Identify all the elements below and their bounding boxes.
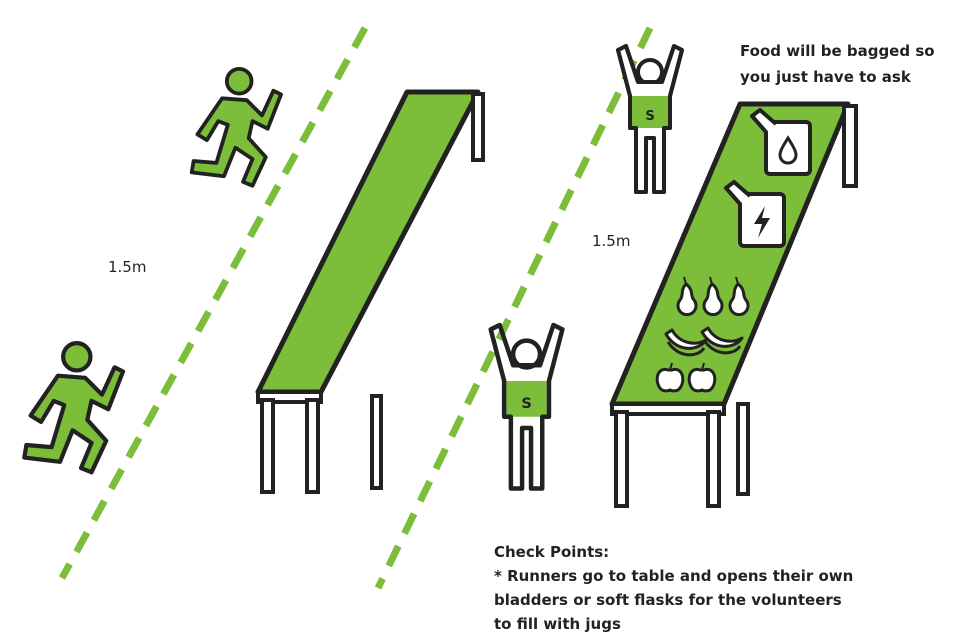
checkpoints-line: bladders or soft flasks for the voluntee… [494, 588, 853, 612]
volunteer-shirt-letter: S [645, 109, 654, 124]
food-note-line: Food will be bagged so [740, 38, 935, 64]
checkpoints-line: to fill with jugs [494, 612, 853, 636]
table-left [258, 92, 483, 492]
checkpoints-title: Check Points: [494, 540, 853, 564]
volunteer-icon: S [618, 46, 682, 192]
checkpoints-note: Check Points: * Runners go to table and … [494, 540, 853, 636]
volunteer-icon: S [491, 325, 563, 489]
food-note-line: you just have to ask [740, 64, 935, 90]
food-note: Food will be bagged so you just have to … [740, 38, 935, 90]
runner-icon [192, 69, 281, 186]
volunteer-shirt-letter: S [521, 395, 531, 412]
runner-icon [24, 343, 123, 472]
distance-label-right: 1.5m [592, 232, 630, 250]
checkpoints-line: * Runners go to table and opens their ow… [494, 564, 853, 588]
distance-label-left: 1.5m [108, 258, 146, 276]
